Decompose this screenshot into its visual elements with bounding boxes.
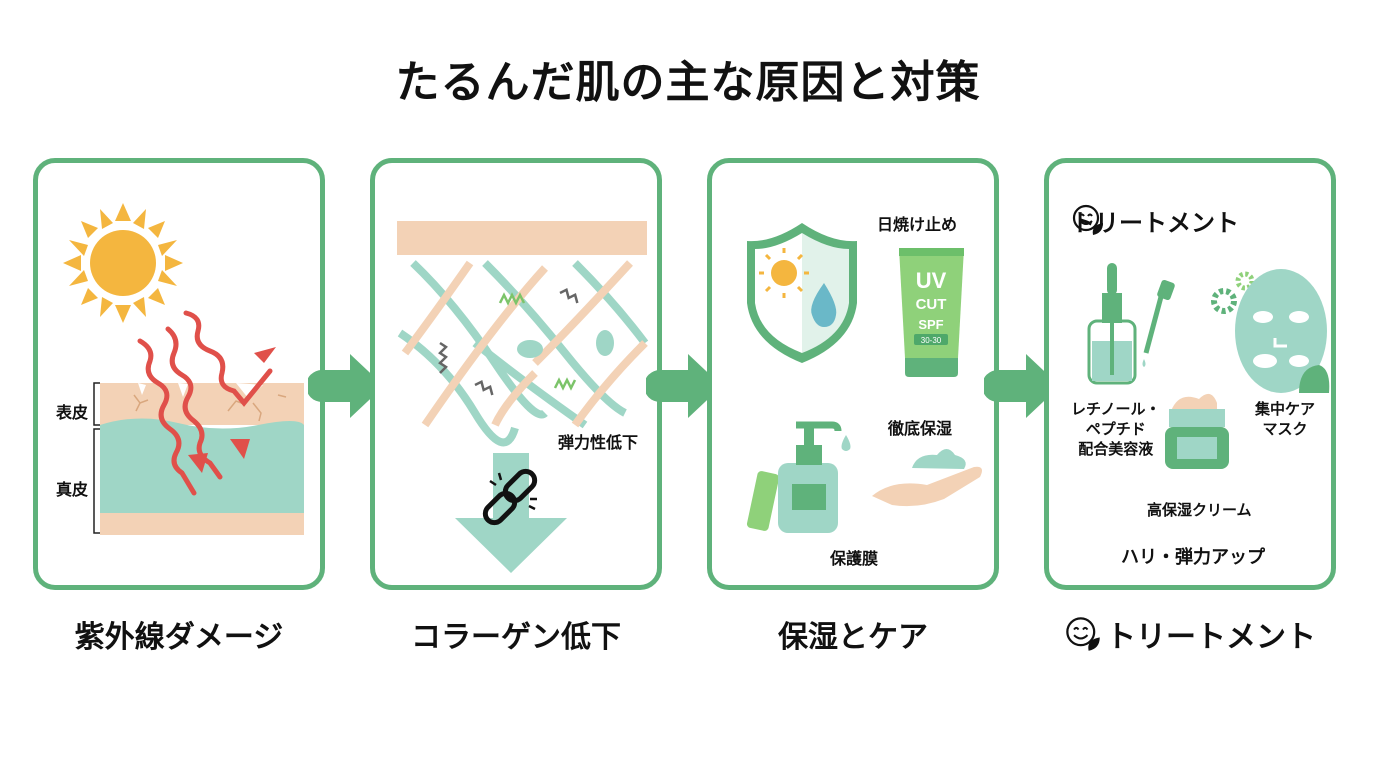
broken-link-icon — [482, 468, 538, 526]
flow-arrow-icon — [984, 354, 1060, 418]
sun-icon — [63, 203, 183, 323]
caption-moisture-care: 保湿とケア — [778, 620, 928, 655]
flow-arrow-icon — [308, 354, 384, 418]
caption-treatment: トリートメント — [1040, 612, 1340, 656]
result-label: ハリ・弾力アップ — [1121, 547, 1265, 568]
caption-uv-damage: 紫外線ダメージ — [74, 620, 284, 655]
panel-moisture-care: UV CUT SPF 30-30 日焼け止め 徹底保湿 保護膜 — [707, 158, 999, 590]
svg-text:SPF: SPF — [918, 317, 943, 332]
dermis-label: 真皮 — [56, 480, 89, 499]
face-mask-icon — [1235, 269, 1330, 393]
sunscreen-label: 日焼け止め — [877, 215, 958, 234]
panel-treatment: トリートメント — [1044, 158, 1336, 590]
smile-leaf-icon — [1066, 617, 1100, 651]
layer-brackets — [93, 382, 100, 534]
collagen-fibers — [397, 260, 649, 447]
svg-text:UV: UV — [916, 268, 947, 293]
sunscreen-tube-icon: UV CUT SPF 30-30 — [899, 248, 964, 377]
flow-arrow-icon — [646, 354, 722, 418]
serum-label: レチノール・ ペプチド 配合美容液 — [1071, 400, 1161, 458]
barrier-label: 保護膜 — [830, 549, 879, 568]
moisture-label: 徹底保湿 — [888, 419, 953, 438]
panel-uv-damage: 表皮 真皮 — [33, 158, 325, 590]
caption-treatment-text: トリートメント — [1106, 620, 1316, 655]
svg-text:CUT: CUT — [916, 296, 947, 313]
cream-label: 高保湿クリーム — [1147, 501, 1252, 519]
panel-collagen: 弾力性低下 — [370, 158, 662, 590]
shield-icon — [747, 223, 857, 363]
cream-jar-icon — [1165, 393, 1229, 469]
hand-cream-icon — [872, 449, 982, 507]
dropper-bottle-icon — [1087, 263, 1175, 385]
uv-ray-arrows — [137, 310, 273, 496]
page-title: たるんだ肌の主な原因と対策 — [395, 57, 981, 108]
smile-leaf-icon — [1072, 204, 1103, 235]
caption-collagen: コラーゲン低下 — [411, 620, 621, 655]
epidermis-label: 表皮 — [56, 403, 89, 422]
mask-label: 集中ケア マスク — [1255, 400, 1316, 438]
treatment-heading: トリートメント — [1071, 203, 1239, 238]
epidermis-band — [397, 221, 647, 255]
elasticity-label: 弾力性低下 — [558, 433, 639, 452]
pump-bottle-icon — [746, 421, 851, 533]
svg-text:30-30: 30-30 — [921, 336, 942, 345]
gear-icon — [1211, 271, 1255, 314]
